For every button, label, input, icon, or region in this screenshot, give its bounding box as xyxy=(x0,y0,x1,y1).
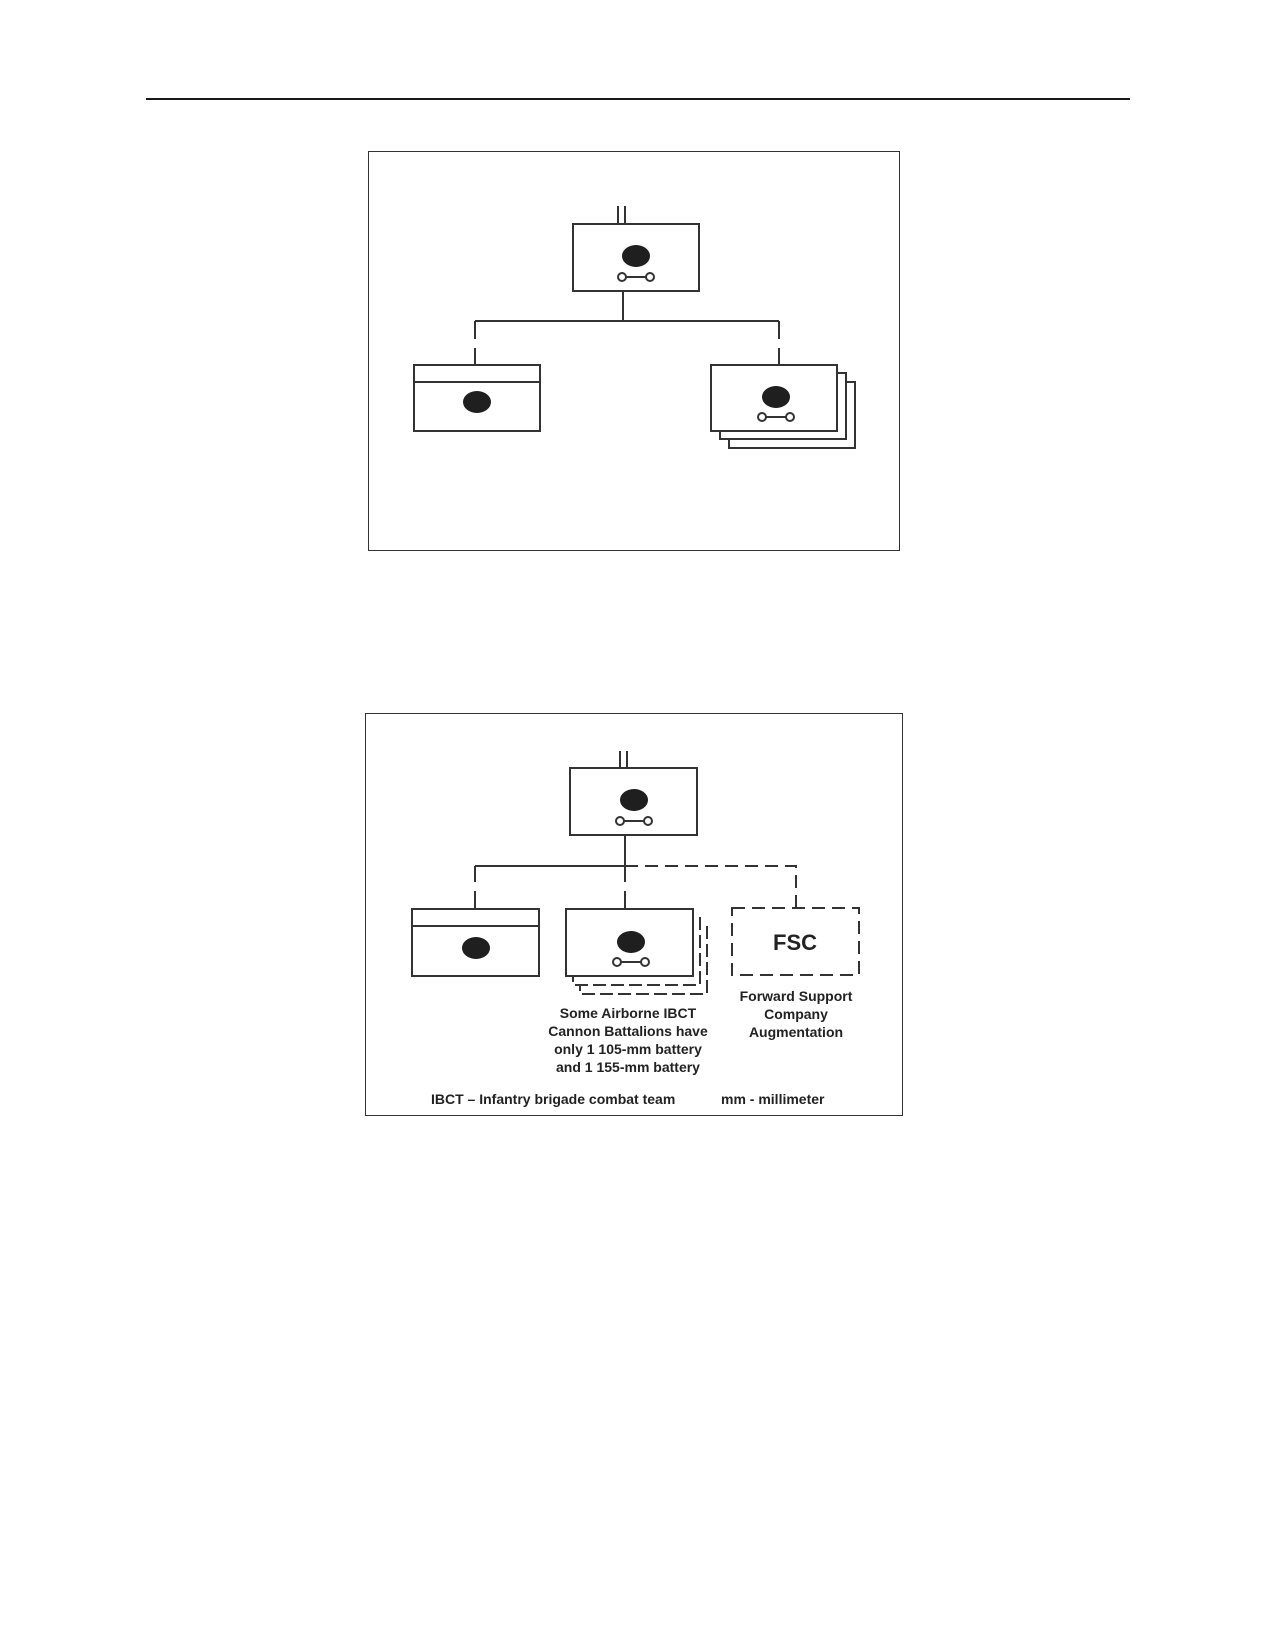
hq-unit-symbol xyxy=(569,767,698,836)
middle-note-line-3: only 1 105-mm battery xyxy=(554,1041,702,1057)
diagram-1-connectors xyxy=(474,206,780,365)
fsc-label: FSC xyxy=(773,930,817,955)
middle-note-line-4: and 1 155-mm battery xyxy=(556,1059,700,1075)
artillery-dot-icon xyxy=(620,789,648,811)
organization-diagram-1 xyxy=(368,151,900,551)
page-header-rule xyxy=(146,98,1130,100)
middle-unit-note: Some Airborne IBCT Cannon Battalions hav… xyxy=(548,1005,708,1075)
diagram-1-canvas xyxy=(413,206,856,449)
diagram-2-connectors xyxy=(474,751,628,909)
tracked-vehicle-icon xyxy=(615,816,653,826)
legend-ibct: IBCT – Infantry brigade combat team xyxy=(431,1091,675,1107)
artillery-dot-icon xyxy=(617,931,645,953)
legend-mm: mm - millimeter xyxy=(721,1091,825,1107)
artillery-dot-icon xyxy=(622,245,650,267)
organization-diagram-2: FSC Some Airborne IBCT Cannon Battalions… xyxy=(365,713,903,1116)
artillery-dot-icon xyxy=(463,391,491,413)
fsc-box xyxy=(731,907,860,976)
tracked-vehicle-icon xyxy=(617,272,655,282)
diagram-legend: IBCT – Infantry brigade combat team mm -… xyxy=(431,1091,825,1107)
fsc-note-line-1: Forward Support xyxy=(740,988,853,1004)
fsc-unit-symbol: FSC xyxy=(731,907,860,976)
right-unit-symbol-stack xyxy=(710,364,856,449)
fsc-note-line-2: Company xyxy=(764,1006,828,1022)
artillery-dot-icon xyxy=(762,386,790,408)
fsc-note-line-3: Augmentation xyxy=(749,1024,843,1040)
diagram-2-canvas: FSC Some Airborne IBCT Cannon Battalions… xyxy=(411,751,860,1107)
left-unit-symbol xyxy=(411,908,540,977)
middle-note-line-1: Some Airborne IBCT xyxy=(560,1005,697,1021)
middle-note-line-2: Cannon Battalions have xyxy=(548,1023,708,1039)
artillery-dot-icon xyxy=(462,937,490,959)
tracked-vehicle-icon xyxy=(757,412,795,422)
fsc-note: Forward Support Company Augmentation xyxy=(740,988,853,1040)
fsc-dashed-connector xyxy=(625,865,797,908)
left-unit-symbol xyxy=(413,364,541,432)
hq-unit-symbol xyxy=(572,223,700,292)
tracked-vehicle-icon xyxy=(612,957,650,967)
middle-unit-symbol-stack xyxy=(565,908,708,995)
